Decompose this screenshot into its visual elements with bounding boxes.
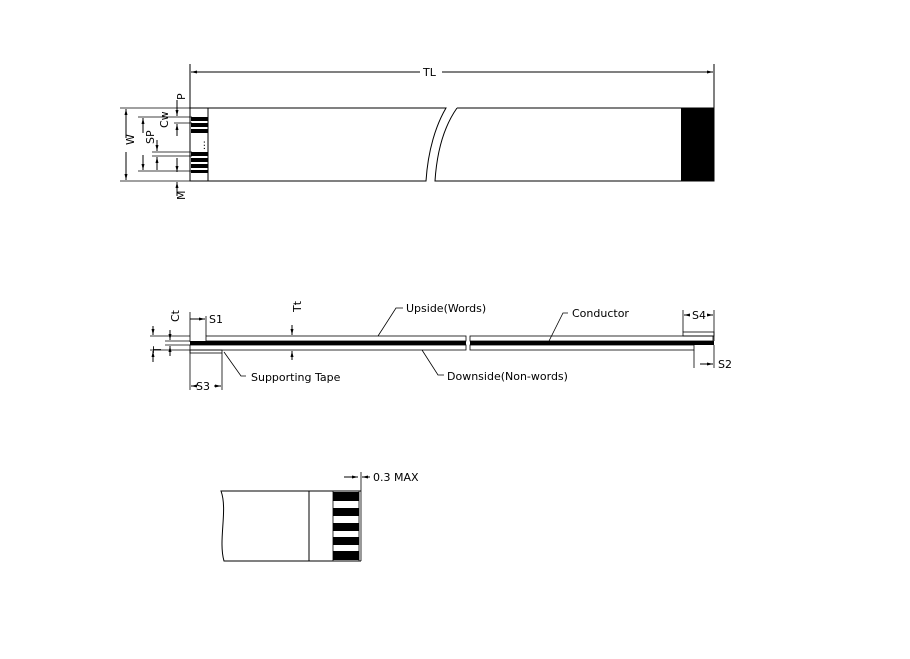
- side-view: S1 S3 T Ct Tt Upside(Words) Conductor Do…: [150, 300, 732, 393]
- t-label: T: [151, 346, 164, 354]
- supporting-tape: [189, 349, 223, 354]
- s4-label: S4: [692, 309, 706, 322]
- lower-film-left: [189, 344, 467, 351]
- detail-strip-outline: [220, 490, 361, 562]
- detail-view: 0.3 MAX: [220, 471, 419, 562]
- upside-leader: [377, 307, 403, 337]
- ellipsis-conductors: ...: [197, 140, 208, 150]
- conductor-left: [190, 341, 466, 345]
- m-label: M: [175, 191, 188, 201]
- upper-film-left: [205, 335, 467, 342]
- conductor-leader: [547, 312, 568, 344]
- s1-label: S1: [209, 313, 223, 326]
- downside-label: Downside(Non-words): [447, 370, 568, 383]
- strip-left-segment: [189, 107, 447, 182]
- lower-film-right: [469, 344, 695, 351]
- supporting-tape-leader: [223, 351, 246, 377]
- conductor-label: Conductor: [572, 307, 629, 320]
- tl-label: TL: [422, 66, 437, 79]
- supporting-tape-label: Supporting Tape: [251, 371, 341, 384]
- sp-label: SP: [144, 130, 157, 144]
- s3-label: S3: [196, 380, 210, 393]
- top-view: TL ... W SP: [120, 64, 715, 201]
- right-stiffener: [682, 331, 715, 337]
- s2-label: S2: [718, 358, 732, 371]
- cw-label: Cw: [158, 111, 171, 128]
- upside-label: Upside(Words): [406, 302, 486, 315]
- tt-label: Tt: [291, 300, 304, 313]
- ct-label: Ct: [169, 309, 182, 322]
- left-conductors: [191, 117, 208, 173]
- upper-film-right: [469, 335, 714, 342]
- tolerance-label: 0.3 MAX: [373, 471, 419, 484]
- downside-leader: [421, 349, 444, 376]
- right-contact-block: [681, 108, 714, 181]
- w-label: W: [124, 134, 137, 145]
- p-label: P: [175, 93, 188, 100]
- detail-conductors: [333, 492, 359, 560]
- strip-right-segment: [434, 107, 715, 182]
- conductor-right: [470, 341, 714, 345]
